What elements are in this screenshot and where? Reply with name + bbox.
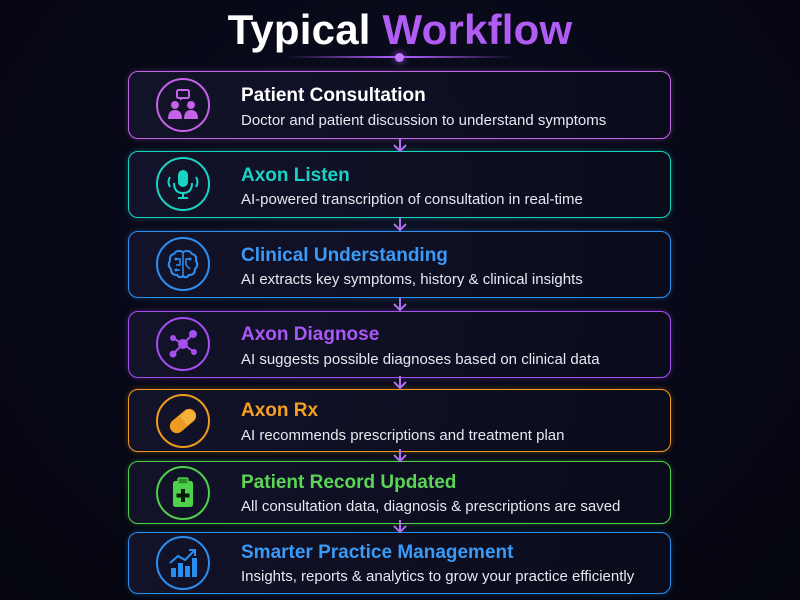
step-card-clinical-understanding: Clinical Understanding AI extracts key s… <box>128 231 671 298</box>
flow-arrow-down-icon <box>393 298 407 312</box>
step-title: Clinical Understanding <box>241 245 448 266</box>
step-title: Patient Consultation <box>241 85 426 106</box>
flow-arrow-down-icon <box>393 520 407 534</box>
step-description: Doctor and patient discussion to underst… <box>241 112 607 129</box>
flow-arrow-down-icon <box>393 218 407 232</box>
step-title: Axon Rx <box>241 400 319 421</box>
growth-chart-icon <box>156 536 210 590</box>
title-word-typical: Typical <box>227 6 371 53</box>
step-title: Axon Diagnose <box>241 324 380 345</box>
step-card-patient-consultation: Patient Consultation Doctor and patient … <box>128 71 671 139</box>
flow-arrow-down-icon <box>393 376 407 390</box>
microphone-icon <box>156 157 210 211</box>
pill-icon <box>156 394 210 448</box>
step-description: AI extracts key symptoms, history & clin… <box>241 271 583 288</box>
step-description: Insights, reports & analytics to grow yo… <box>241 568 635 585</box>
step-title: Axon Listen <box>241 165 350 186</box>
step-card-axon-rx: Axon Rx AI recommends prescriptions and … <box>128 389 671 452</box>
step-description: AI recommends prescriptions and treatmen… <box>241 427 565 444</box>
flow-arrow-down-icon <box>393 449 407 463</box>
step-card-axon-listen: Axon Listen AI-powered transcription of … <box>128 151 671 218</box>
step-description: AI-powered transcription of consultation… <box>241 191 583 208</box>
title-word-workflow: Workflow <box>382 6 573 53</box>
patient-consultation-icon <box>156 78 210 132</box>
step-card-axon-diagnose: Axon Diagnose AI suggests possible diagn… <box>128 311 671 378</box>
step-description: All consultation data, diagnosis & presc… <box>241 498 621 515</box>
title-underline-dot <box>395 53 404 62</box>
clipboard-icon <box>156 466 210 520</box>
flow-arrow-down-icon <box>393 139 407 153</box>
network-icon <box>156 317 210 371</box>
step-title: Smarter Practice Management <box>241 542 514 563</box>
step-description: AI suggests possible diagnoses based on … <box>241 351 600 368</box>
brain-icon <box>156 237 210 291</box>
step-title: Patient Record Updated <box>241 472 457 493</box>
page-title: Typical Workflow <box>0 6 800 54</box>
step-card-patient-record-updated: Patient Record Updated All consultation … <box>128 461 671 524</box>
step-card-smarter-practice-management: Smarter Practice Management Insights, re… <box>128 532 671 594</box>
